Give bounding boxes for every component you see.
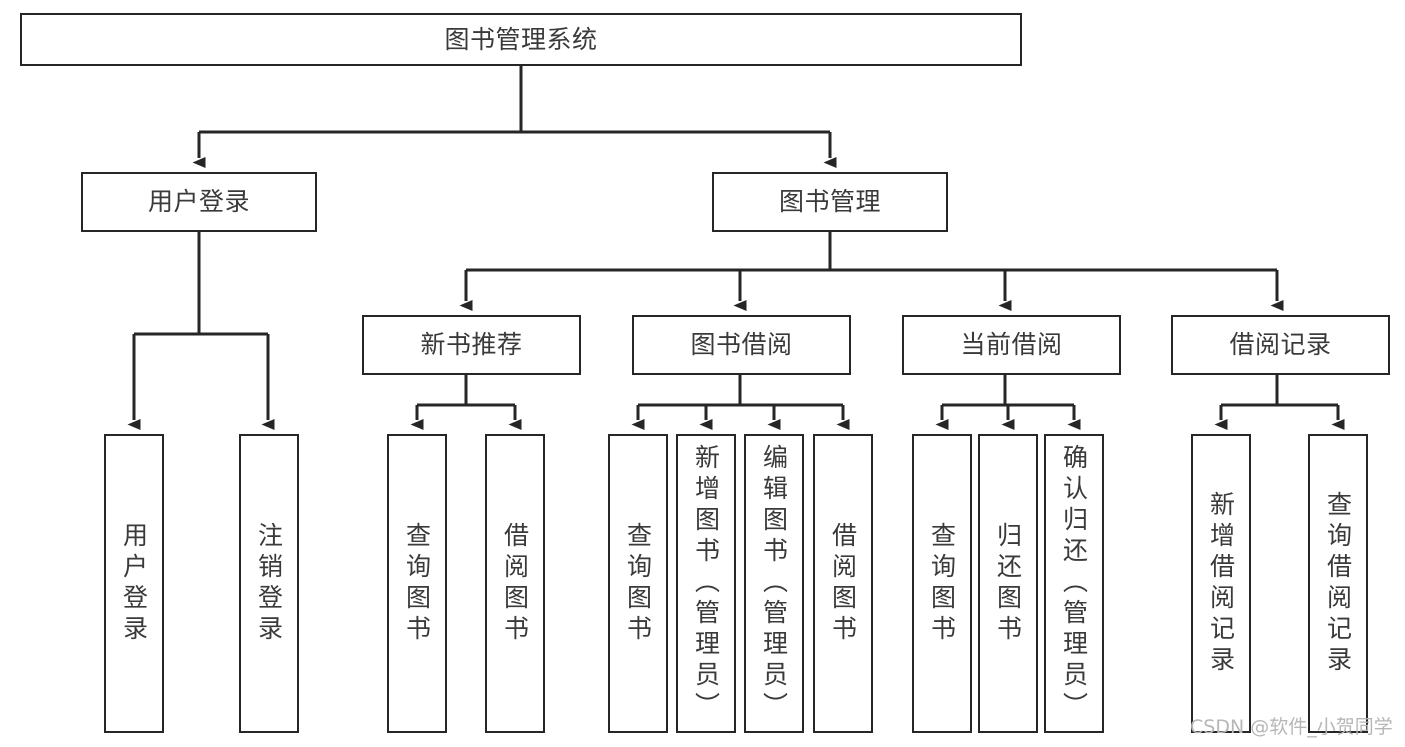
- node-leaf-query-books-current-label: 查询图书: [927, 521, 957, 646]
- node-root[interactable]: 图书管理系统: [20, 13, 1022, 66]
- node-leaf-query-books-current[interactable]: 查询图书: [912, 434, 972, 733]
- node-leaf-borrow-book-label: 借阅图书: [828, 521, 858, 646]
- csdn-watermark: CSDN @软件_小贺同学: [1190, 716, 1393, 738]
- node-new-book-recommend[interactable]: 新书推荐: [362, 315, 581, 375]
- node-leaf-user-login[interactable]: 用户登录: [104, 434, 164, 733]
- node-leaf-user-login-label: 用户登录: [119, 521, 149, 646]
- node-leaf-borrow-books-rec-label: 借阅图书: [500, 521, 530, 646]
- node-leaf-add-borrow-record-label: 新增借阅记录: [1206, 490, 1236, 677]
- node-leaf-add-book-admin-label: 新增图书（管理员）: [691, 444, 721, 723]
- node-leaf-return-book-label: 归还图书: [993, 521, 1023, 646]
- node-leaf-query-books-borrow-label: 查询图书: [623, 521, 653, 646]
- node-current-borrow-label: 当前借阅: [960, 330, 1063, 360]
- node-leaf-return-book[interactable]: 归还图书: [978, 434, 1038, 733]
- node-book-borrow-label: 图书借阅: [690, 330, 793, 360]
- node-leaf-add-borrow-record[interactable]: 新增借阅记录: [1191, 434, 1251, 733]
- node-new-book-recommend-label: 新书推荐: [420, 330, 523, 360]
- node-leaf-user-logout[interactable]: 注销登录: [239, 434, 299, 733]
- node-leaf-borrow-book[interactable]: 借阅图书: [813, 434, 873, 733]
- node-user-login[interactable]: 用户登录: [81, 172, 317, 232]
- node-leaf-query-borrow-record-label: 查询借阅记录: [1323, 490, 1353, 677]
- node-book-management[interactable]: 图书管理: [712, 172, 948, 232]
- node-leaf-confirm-return-admin-label: 确认归还（管理员）: [1059, 444, 1089, 723]
- node-leaf-query-borrow-record[interactable]: 查询借阅记录: [1308, 434, 1368, 733]
- node-borrow-record[interactable]: 借阅记录: [1171, 315, 1390, 375]
- node-root-label: 图书管理系统: [444, 24, 598, 54]
- node-borrow-record-label: 借阅记录: [1229, 330, 1332, 360]
- node-leaf-user-logout-label: 注销登录: [254, 521, 284, 646]
- node-leaf-query-books-rec[interactable]: 查询图书: [387, 434, 447, 733]
- node-leaf-edit-book-admin-label: 编辑图书（管理员）: [759, 444, 789, 723]
- node-user-login-label: 用户登录: [147, 187, 250, 217]
- node-leaf-edit-book-admin[interactable]: 编辑图书（管理员）: [744, 434, 804, 733]
- node-current-borrow[interactable]: 当前借阅: [902, 315, 1121, 375]
- node-book-management-label: 图书管理: [778, 187, 881, 217]
- node-leaf-borrow-books-rec[interactable]: 借阅图书: [485, 434, 545, 733]
- node-leaf-query-books-borrow[interactable]: 查询图书: [608, 434, 668, 733]
- node-leaf-query-books-rec-label: 查询图书: [402, 521, 432, 646]
- node-book-borrow[interactable]: 图书借阅: [632, 315, 851, 375]
- node-leaf-confirm-return-admin[interactable]: 确认归还（管理员）: [1044, 434, 1104, 733]
- node-leaf-add-book-admin[interactable]: 新增图书（管理员）: [676, 434, 736, 733]
